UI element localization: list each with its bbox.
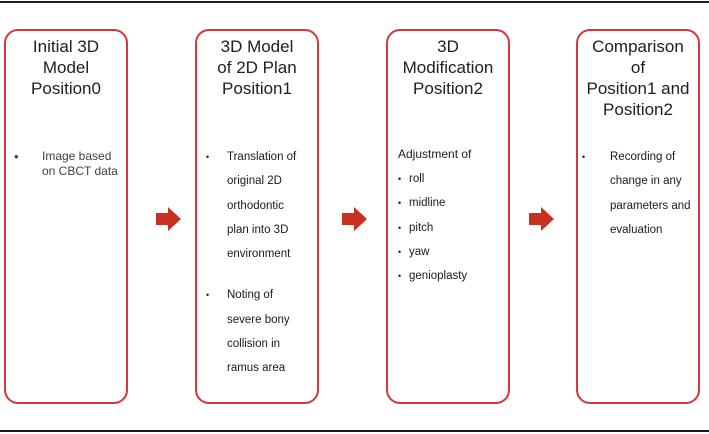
bullet-list: • Recording of change in any parameters …: [582, 145, 694, 242]
bullet: •: [398, 271, 402, 282]
title-line: 3D: [437, 37, 459, 56]
item-line: ramus area: [227, 362, 286, 375]
item-line: orthodontic: [227, 199, 284, 212]
bullet-list: • Image based on CBCT data: [14, 149, 122, 179]
item-line: on CBCT data: [42, 164, 118, 178]
right-arrow-icon: [342, 207, 367, 231]
stage-box-position1: 3D Model of 2D Plan Position1 • Translat…: [195, 29, 319, 404]
item-line: original 2D: [227, 175, 282, 188]
title-line: of: [630, 58, 646, 77]
title-line: Initial 3D: [32, 37, 100, 56]
stage-title: Initial 3D Model Position0: [6, 36, 126, 99]
list-item: • midline: [398, 191, 506, 215]
title-line: 3D Model: [220, 37, 294, 56]
bullet: •: [206, 152, 210, 162]
stage-box-position2: 3D Modification Position2 Adjustment of …: [386, 29, 510, 404]
right-arrow-icon: [529, 207, 554, 231]
title-line: Model: [42, 58, 90, 77]
item-line: plan into 3D: [227, 223, 289, 236]
item-line: change in any: [610, 175, 682, 188]
bullet: •: [398, 222, 402, 233]
title-line: of 2D Plan: [217, 58, 297, 77]
item-line: Noting of: [227, 289, 274, 302]
item-line: collision in: [227, 338, 281, 351]
list-item: • yaw: [398, 240, 506, 264]
list-item: • Noting of severe bony collision in ram…: [205, 283, 313, 380]
list-item: • Image based on CBCT data: [14, 149, 122, 179]
list-item: • Translation of original 2D orthodontic…: [205, 145, 313, 266]
item-line: roll: [409, 173, 425, 185]
bottom-rule: [0, 430, 709, 432]
list-item: • pitch: [398, 216, 506, 240]
item-line: genioplasty: [409, 270, 468, 283]
stage-box-comparison: Comparison of Position1 and Position2 • …: [576, 29, 700, 404]
item-line: Image based: [42, 149, 112, 163]
title-line: Position0: [31, 79, 101, 98]
title-line: Position1 and: [586, 79, 690, 98]
title-line: Position2: [413, 79, 483, 98]
item-line: parameters and: [610, 199, 691, 212]
stage-box-position0: Initial 3D Model Position0 • Image based…: [4, 29, 128, 404]
list-item: • roll: [398, 167, 506, 191]
item-line: yaw: [409, 245, 430, 258]
stage-title: 3D Model of 2D Plan Position1: [197, 36, 317, 99]
list-item: • genioplasty: [398, 264, 506, 288]
title-line: Modification: [402, 58, 494, 77]
bullet: •: [398, 246, 402, 257]
bullet: •: [206, 290, 210, 301]
item-line: Recording of: [610, 151, 676, 163]
item-line: midline: [409, 197, 446, 210]
item-line: environment: [227, 248, 291, 261]
bullet: •: [398, 174, 402, 184]
bullet: •: [14, 149, 19, 164]
title-line: Position1: [222, 79, 292, 98]
title-line: Comparison: [592, 37, 684, 56]
bullet: •: [398, 198, 402, 209]
stage-title: Comparison of Position1 and Position2: [578, 36, 698, 120]
bullet: •: [582, 152, 586, 162]
item-line: Translation of: [227, 151, 297, 163]
top-rule: [0, 1, 709, 3]
stage-title: 3D Modification Position2: [388, 36, 508, 99]
item-line: severe bony: [227, 313, 290, 326]
stage-intro: Adjustment of: [398, 147, 472, 161]
bullet-list: • roll • midline • pitch • yaw • geniopl…: [398, 167, 506, 288]
bullet-list: • Translation of original 2D orthodontic…: [205, 145, 313, 381]
list-item: • Recording of change in any parameters …: [582, 145, 694, 242]
right-arrow-icon: [156, 207, 181, 231]
item-line: pitch: [409, 221, 434, 234]
item-line: evaluation: [610, 223, 663, 236]
title-line: Position2: [603, 100, 673, 119]
